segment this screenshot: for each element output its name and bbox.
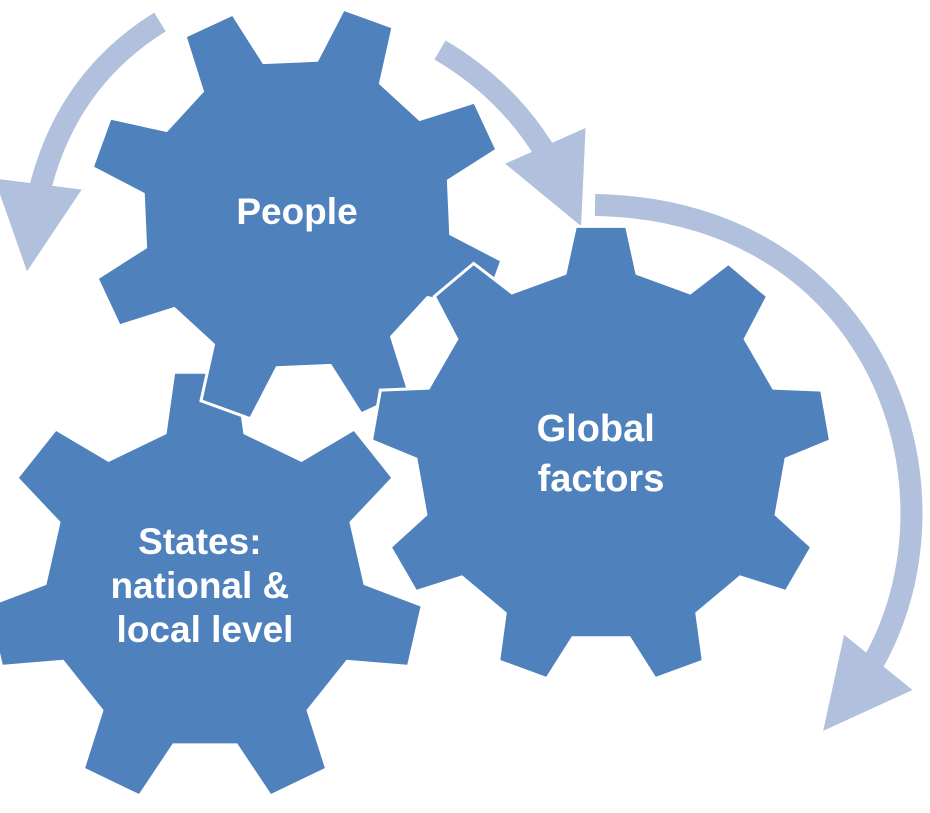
gear-states-label-line-2: national & (110, 565, 289, 606)
gear-global-label-line-2: factors (538, 458, 665, 500)
cycle-arrow-right (594, 194, 923, 731)
gear-global: Global factors (369, 224, 833, 681)
gear-global-label: Global factors (537, 408, 666, 500)
cycle-arrow-top-left (0, 12, 166, 272)
gear-states-label-line-3: local level (117, 609, 294, 650)
gear-global-shape (369, 224, 833, 681)
gear-people: People (90, 7, 504, 421)
gear-people-label: People (236, 191, 357, 232)
gear-states: States: national & local level (0, 370, 425, 798)
gear-global-label-line-1: Global (537, 408, 655, 450)
gear-states-label: States: national & local level (110, 521, 299, 650)
gear-states-label-line-1: States: (138, 521, 261, 562)
cycle-arrow-top-right (434, 40, 586, 227)
gear-people-shape (90, 7, 504, 421)
gear-people-label-line-1: People (236, 191, 357, 232)
gear-states-shape (0, 370, 425, 798)
